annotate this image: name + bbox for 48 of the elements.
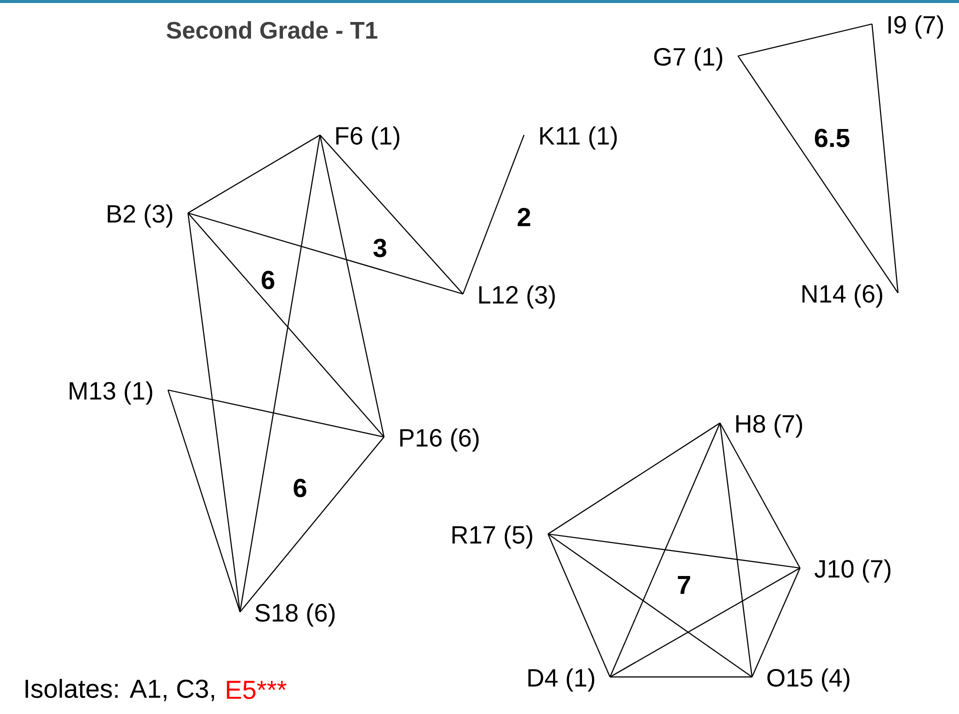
node-label: I9 (7): [888, 15, 943, 39]
weight-label: 7: [678, 576, 690, 594]
edge-line: [187, 212, 241, 612]
node-label: D4 (1): [528, 668, 594, 692]
node-label: J10 (7): [814, 559, 890, 583]
node-label: P16 (6): [400, 428, 479, 452]
node-label: S18 (6): [255, 603, 335, 627]
edge-line: [871, 24, 899, 294]
node-label: F6 (1): [336, 126, 400, 150]
edge-line: [720, 422, 800, 568]
edge-line: [610, 422, 720, 678]
edge-line: [548, 534, 610, 678]
edge-line: [188, 212, 384, 438]
weight-label: 2: [518, 208, 530, 226]
edge-line: [610, 568, 800, 678]
node-label: H8 (7): [736, 414, 802, 438]
edge-line: [240, 436, 384, 612]
node-label: M13 (1): [70, 381, 152, 405]
edge-line: [610, 676, 752, 678]
edge-line: [548, 422, 720, 534]
node-label: R17 (5): [452, 525, 532, 549]
node-label: L12 (3): [479, 285, 555, 309]
edge-line: [462, 134, 525, 294]
edge-line: [320, 134, 464, 294]
edge-line: [239, 134, 321, 612]
edge-line: [167, 390, 241, 612]
node-label: K11 (1): [540, 126, 617, 150]
edge-line: [738, 56, 898, 294]
edge-line: [188, 134, 320, 214]
isolates-note: E5***: [226, 680, 286, 700]
weight-label: 6: [262, 270, 274, 290]
edge-line: [548, 533, 800, 569]
weight-label: 6: [294, 478, 306, 498]
weight-label: 3: [373, 238, 386, 258]
edge-line: [188, 212, 464, 295]
weight-label: 6.5: [814, 128, 850, 148]
edge-line: [738, 23, 872, 57]
edge-line: [719, 422, 753, 678]
node-label: B2 (3): [108, 204, 172, 228]
edge-line: [752, 568, 800, 678]
title: Second Grade - T1: [166, 21, 378, 39]
edge-line: [168, 389, 384, 438]
node-label: G7 (1): [654, 47, 722, 71]
edge-line: [548, 534, 752, 678]
node-label: O15 (4): [767, 668, 850, 692]
edge-line: [319, 134, 385, 438]
node-label: N14 (6): [802, 284, 882, 308]
isolates-note: Isolates: A1, C3,: [26, 678, 214, 702]
